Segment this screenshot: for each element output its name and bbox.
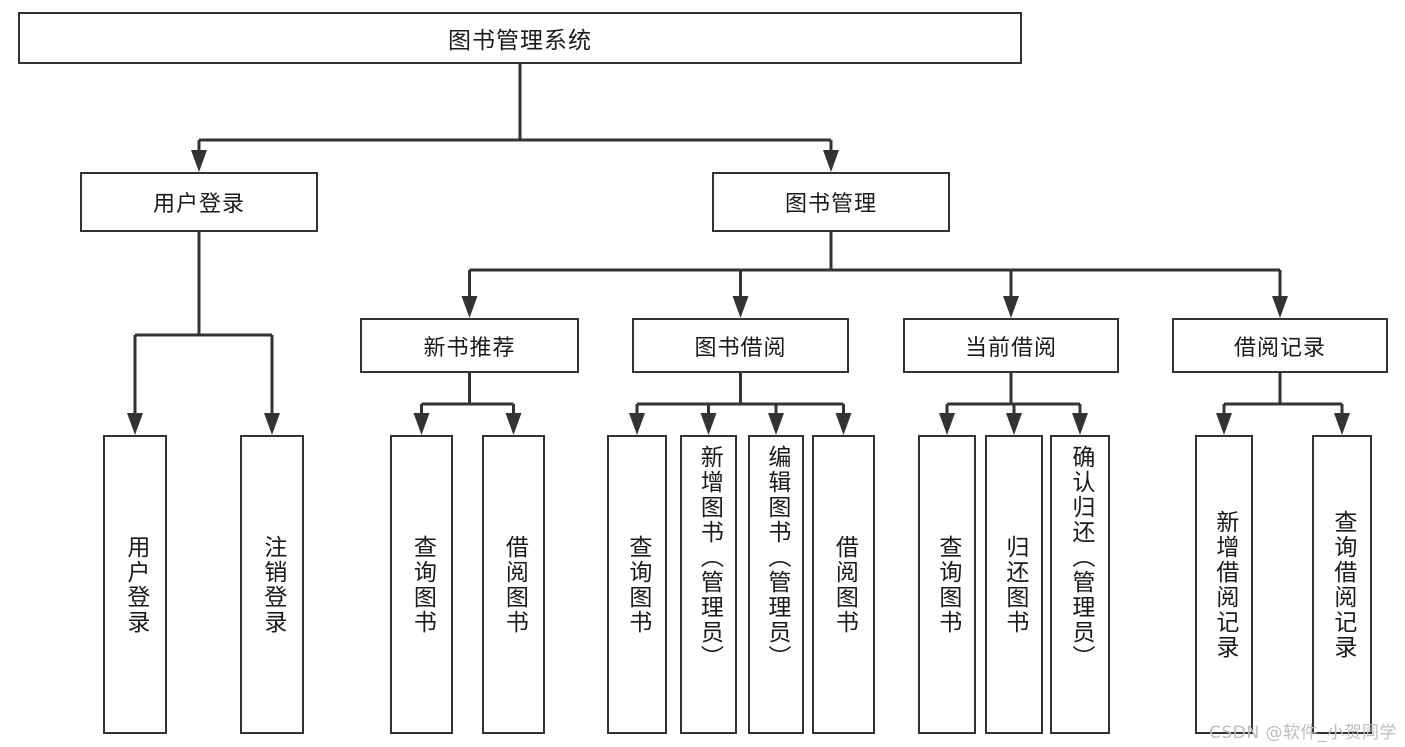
node-label: 查询图书 [624,534,651,635]
arrowhead-icon [413,413,430,435]
node-borrow-record[interactable]: 借阅记录 [1172,318,1388,373]
node-label: 编辑图书（管理员） [763,445,790,670]
node-label: 查询图书 [934,534,961,635]
node-leaf-add-record[interactable]: 新增借阅记录 [1195,435,1253,734]
node-leaf-query-book-3[interactable]: 查询图书 [918,435,976,734]
arrowhead-icon [823,150,839,172]
node-leaf-edit-book[interactable]: 编辑图书（管理员） [748,435,804,734]
node-label: 新增借阅记录 [1211,509,1238,660]
arrowhead-icon [939,413,955,435]
node-label: 新书推荐 [423,335,516,361]
arrowhead-icon [1272,296,1288,318]
watermark-text: CSDN @软件_小贺同学 [1209,723,1397,743]
node-label: 归还图书 [1001,534,1028,635]
node-label: 用户登录 [152,192,245,217]
node-label: 借阅记录 [1233,335,1326,361]
node-book-manage[interactable]: 图书管理 [712,172,950,232]
node-label: 新增图书（管理员） [696,445,723,670]
arrowhead-icon [264,413,280,435]
node-leaf-add-book[interactable]: 新增图书（管理员） [680,435,737,734]
arrowhead-icon [1006,413,1022,435]
node-label: 图书借阅 [694,335,787,361]
arrowhead-icon [191,150,207,172]
node-label: 借阅图书 [501,534,528,635]
arrowhead-icon [127,413,143,435]
node-leaf-confirm-return[interactable]: 确认归还（管理员） [1050,435,1110,734]
node-leaf-borrow-book-1[interactable]: 借阅图书 [482,435,545,734]
arrowhead-icon [1003,296,1019,318]
node-leaf-user-login[interactable]: 用户登录 [103,435,167,734]
arrowhead-icon [1334,413,1350,435]
arrowhead-icon [1216,413,1232,435]
node-current-borrow[interactable]: 当前借阅 [903,318,1119,373]
node-leaf-borrow-book-2[interactable]: 借阅图书 [812,435,875,734]
node-label: 图书管理系统 [448,28,592,54]
node-leaf-query-record[interactable]: 查询借阅记录 [1312,435,1372,734]
node-book-borrow[interactable]: 图书借阅 [632,318,849,373]
node-label: 查询借阅记录 [1329,509,1356,660]
arrowhead-icon [768,413,784,435]
arrowhead-icon [629,413,645,435]
node-label: 注销登录 [259,534,286,635]
node-label: 查询图书 [409,534,436,635]
node-leaf-return-book[interactable]: 归还图书 [985,435,1043,734]
node-user-login[interactable]: 用户登录 [80,172,318,232]
node-label: 用户登录 [122,534,149,635]
node-label: 借阅图书 [831,534,858,635]
arrowhead-icon [732,296,749,318]
node-root[interactable]: 图书管理系统 [18,12,1022,64]
node-leaf-query-book-2[interactable]: 查询图书 [607,435,667,734]
node-leaf-query-book-1[interactable]: 查询图书 [390,435,453,734]
node-label: 图书管理 [784,192,877,217]
node-label: 确认归还（管理员） [1067,445,1094,670]
arrowhead-icon [1072,413,1088,435]
arrowhead-icon [505,413,522,435]
arrowhead-icon [835,413,852,435]
node-new-book-rec[interactable]: 新书推荐 [360,318,579,373]
arrowhead-icon [700,413,717,435]
node-leaf-user-logout[interactable]: 注销登录 [240,435,304,734]
node-label: 当前借阅 [964,335,1057,361]
arrowhead-icon [461,296,478,318]
